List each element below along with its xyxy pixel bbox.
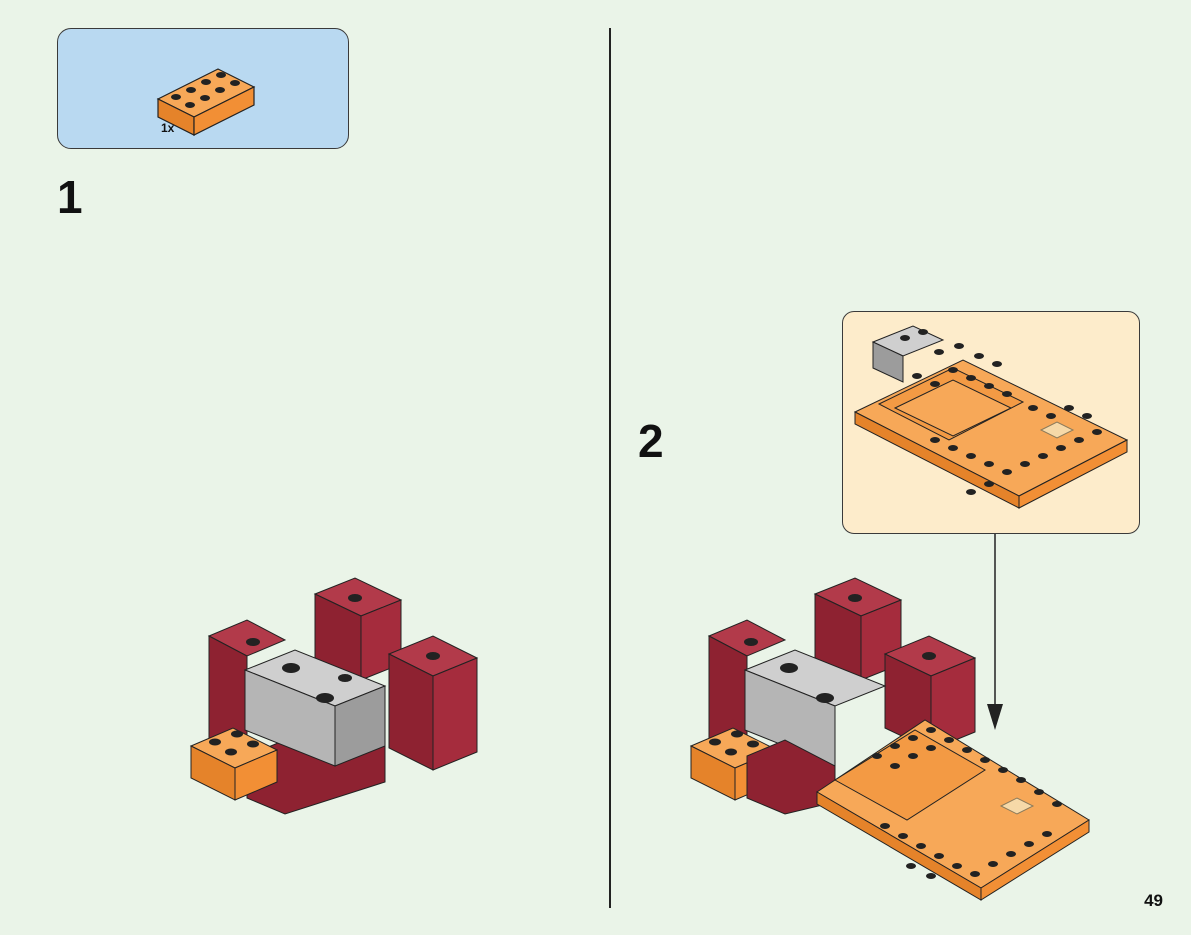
part-quantity: 1x	[161, 121, 175, 135]
orange-2x4-brick-icon	[156, 68, 256, 136]
step-number-2: 2	[638, 415, 664, 467]
parts-list-box: 1x	[57, 28, 349, 149]
assembly-step-2-icon	[689, 577, 1090, 901]
step-number-1: 1	[57, 171, 83, 223]
page-number: 49	[1144, 891, 1163, 910]
subassembly-callout	[842, 311, 1140, 534]
subassembly-callout-icon	[853, 325, 1129, 509]
down-arrow-icon	[987, 534, 1003, 730]
step-divider	[609, 28, 611, 908]
assembly-step-1-icon	[189, 577, 479, 815]
